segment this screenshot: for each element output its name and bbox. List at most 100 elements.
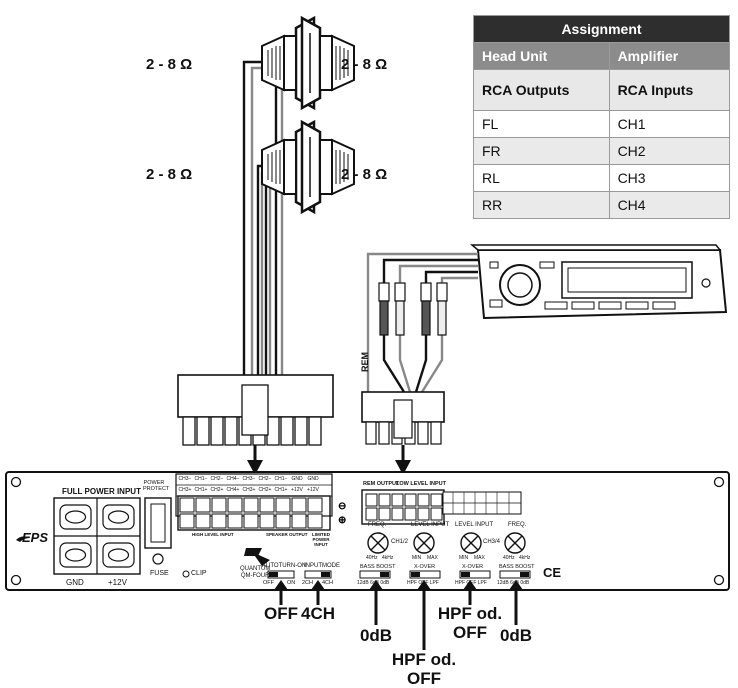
speaker-impedance-label: 2 - 8 Ω <box>341 56 388 73</box>
freq-label-34: FREQ. <box>508 522 527 528</box>
terminal-label: CH1− <box>274 476 288 482</box>
speaker-connector <box>177 374 334 475</box>
table-cell: CH1 <box>608 110 731 138</box>
fuse-label: FUSE <box>150 570 169 577</box>
terminal-label: GND <box>307 476 319 482</box>
head-unit-radio <box>469 244 728 320</box>
terminal-label: +12V <box>291 487 303 493</box>
speaker-impedance-label: 2 - 8 Ω <box>146 56 193 73</box>
terminal-label: CH4− <box>226 476 240 482</box>
setting-arrows <box>274 580 523 650</box>
speaker-impedance-label: 2 - 8 Ω <box>146 166 193 183</box>
plus12v-label: +12V <box>108 578 127 587</box>
xover-options-34: HPF OFF LPF <box>455 580 487 586</box>
xover-label-34: X-OVER <box>462 564 484 570</box>
terminal-label: CH2− <box>210 476 224 482</box>
bass-boost-label-34: BASS BOOST <box>499 564 535 570</box>
xover-label-12: X-OVER <box>414 564 436 570</box>
model-line-2: QM-FOUR <box>240 573 270 579</box>
xover-12-setting-line2: OFF <box>407 669 441 688</box>
freq-min-label: 40Hz <box>366 555 378 561</box>
low-level-input-label: LOW LEVEL INPUT <box>396 481 447 487</box>
ch34-label: CH3/4 <box>483 539 501 545</box>
table-cell: FR <box>473 137 610 165</box>
bass-boost-options-34: 12dB 6dB 0dB <box>497 580 530 586</box>
rem-wire-label: REM <box>360 352 370 372</box>
autoturn-on-label: AUTOTURN-ON <box>262 563 307 569</box>
table-title: Assignment <box>473 15 730 43</box>
freq-max-label: 4kHz <box>519 555 531 561</box>
svg-text:⊕: ⊕ <box>338 515 346 526</box>
terminal-label: CH2− <box>258 476 272 482</box>
gnd-label: GND <box>66 578 84 587</box>
rca-plugs <box>378 282 448 336</box>
xover-34-setting-line1: HPF od. <box>437 604 503 623</box>
high-level-input-label: HIGH LEVEL INPUT <box>192 532 234 537</box>
autoturn-setting: OFF <box>264 604 298 623</box>
terminal-label: CH3+ <box>178 487 192 493</box>
assignment-table: Assignment Head Unit Amplifier RCA Outpu… <box>473 15 731 219</box>
terminal-label: GND <box>291 476 303 482</box>
freq-min-label: 40Hz <box>503 555 515 561</box>
terminal-label: +12V <box>307 487 319 493</box>
amplifier-panel: ⊖ ⊕ <box>5 471 730 591</box>
xover-34-setting: HPF od. OFF <box>432 604 508 642</box>
autoturn-on-option: ON <box>287 580 296 586</box>
bass-boost-12-setting: 0dB <box>359 626 393 645</box>
level-input-label-34: LEVEL INPUT <box>455 522 494 528</box>
low-level-connector <box>361 391 445 475</box>
level-min-label: MIN <box>412 555 422 561</box>
terminal-label: CH1− <box>194 476 208 482</box>
bass-boost-options-12: 12dB 6dB 0dB <box>357 580 390 586</box>
speaker-impedance-label: 2 - 8 Ω <box>341 166 388 183</box>
full-power-input-label: FULL POWER INPUT <box>62 487 141 496</box>
xover-12-setting-line1: HPF od. <box>391 650 457 669</box>
column-header-head-unit: Head Unit <box>473 42 610 70</box>
table-cell: RL <box>473 164 610 192</box>
bass-boost-34-setting: 0dB <box>499 626 533 645</box>
power-protect-label: POWER PROTECT <box>143 480 170 492</box>
ch12-label: CH1/2 <box>391 539 409 545</box>
table-cell: CH2 <box>608 137 731 165</box>
model-name: QUANTUM QM-FOUR <box>240 566 270 580</box>
terminal-label: CH1+ <box>274 487 288 493</box>
level-input-label-12: LEVEL INPUT <box>411 522 450 528</box>
terminal-label: CH4+ <box>226 487 240 493</box>
autoturn-off-option: OFF <box>263 580 274 586</box>
speaker-output-label: SPEAKER OUTPUT <box>266 532 308 537</box>
limited-power-input-label: LIMITED POWER INPUT <box>312 532 330 547</box>
input-mode-label: INPUTMODE <box>304 563 340 569</box>
level-min-label: MIN <box>459 555 469 561</box>
xover-34-setting-line2: OFF <box>453 623 487 642</box>
eps-logo: EPS <box>22 530 49 545</box>
terminal-label: CH2+ <box>258 487 272 493</box>
bass-boost-label-12: BASS BOOST <box>360 564 396 570</box>
column-header-amplifier: Amplifier <box>608 42 731 70</box>
table-cell: CH3 <box>608 164 731 192</box>
table-cell: CH4 <box>608 191 731 219</box>
terminal-label: CH3− <box>178 476 192 482</box>
input-mode-4ch-option: 4CH <box>322 580 334 586</box>
clip-label: CLIP <box>191 570 207 577</box>
ce-mark: CE <box>543 565 562 580</box>
svg-text:⊖: ⊖ <box>338 501 346 512</box>
terminal-labels-bottom: CH3+CH1+CH2+CH4+CH3+CH2+CH1++12V+12V <box>177 487 321 493</box>
subheader-head-unit: RCA Outputs <box>473 69 610 111</box>
terminal-label: CH1+ <box>194 487 208 493</box>
xover-options-12: HPF OFF LPF <box>407 580 439 586</box>
model-line-1: QUANTUM <box>240 566 271 572</box>
terminal-label: CH3− <box>242 476 256 482</box>
table-cell: RR <box>473 191 610 219</box>
freq-label-12: FREQ. <box>368 522 387 528</box>
input-mode-2ch-option: 2CH <box>302 580 314 586</box>
rem-output-label: REM OUTPUT <box>363 481 400 487</box>
subheader-amplifier: RCA Inputs <box>608 69 731 111</box>
freq-max-label: 4kHz <box>382 555 394 561</box>
xover-12-setting: HPF od. OFF <box>386 650 462 688</box>
input-mode-setting: 4CH <box>300 604 335 623</box>
